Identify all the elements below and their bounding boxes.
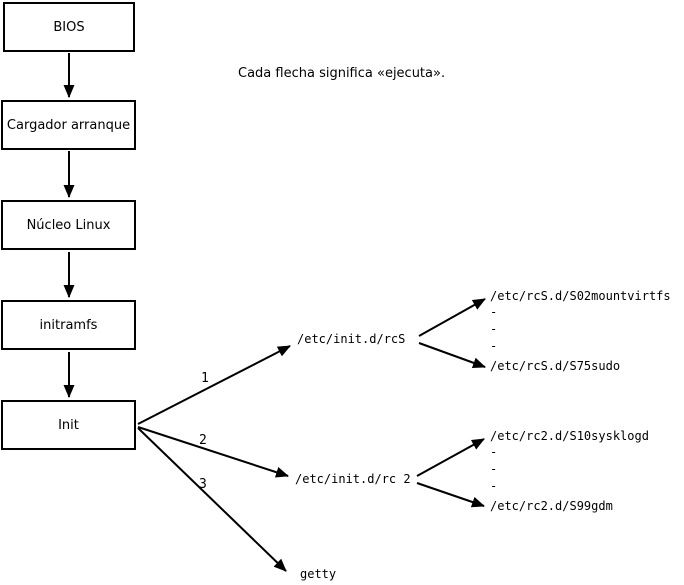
label-rcs-ellipsis-1: - (490, 305, 498, 319)
label-rc2-ellipsis-3: - (490, 479, 498, 493)
label-rc2-last-script: /etc/rc2.d/S99gdm (490, 499, 613, 513)
label-init-d-rc2: /etc/init.d/rc 2 (295, 472, 411, 486)
box-kernel: Núcleo Linux (1, 200, 136, 250)
label-rc2-first-script: /etc/rc2.d/S10sysklogd (490, 429, 649, 443)
label-rcs-ellipsis-3: - (490, 339, 498, 353)
legend-note: Cada flecha significa «ejecuta». (238, 66, 446, 81)
arrow-rc2-to-last-script (416, 482, 485, 508)
label-rcs-ellipsis-2: - (490, 322, 498, 336)
arrow-init-to-getty (137, 427, 287, 572)
box-initramfs-label: initramfs (39, 317, 98, 333)
label-rc2-ellipsis-1: - (490, 445, 498, 459)
label-rcs-last-script: /etc/rcS.d/S75sudo (490, 359, 621, 373)
arrow-init-to-rcs (137, 345, 291, 425)
box-bios: BIOS (3, 2, 135, 52)
branch-number-2: 2 (199, 433, 207, 448)
label-rcs-first-script: /etc/rcS.d/S02mountvirtfs (490, 289, 671, 303)
label-rc2-ellipsis-2: - (490, 462, 498, 476)
arrow-init-to-rc2 (137, 426, 289, 478)
box-bootloader: Cargador arranque (1, 100, 136, 150)
box-init: Init (1, 400, 136, 450)
arrow-rcs-to-first-script (418, 298, 486, 337)
arrow-rc2-to-first-script (416, 438, 485, 477)
branch-number-1: 1 (201, 371, 209, 386)
box-initramfs: initramfs (1, 300, 136, 350)
branch-number-3: 3 (199, 477, 207, 492)
box-kernel-label: Núcleo Linux (26, 217, 111, 233)
box-bootloader-label: Cargador arranque (6, 117, 131, 133)
box-bios-label: BIOS (53, 19, 85, 35)
label-getty: getty (300, 567, 337, 581)
arrow-rcs-to-last-script (418, 342, 486, 369)
label-init-d-rcs: /etc/init.d/rcS (297, 332, 406, 346)
box-init-label: Init (58, 417, 79, 433)
